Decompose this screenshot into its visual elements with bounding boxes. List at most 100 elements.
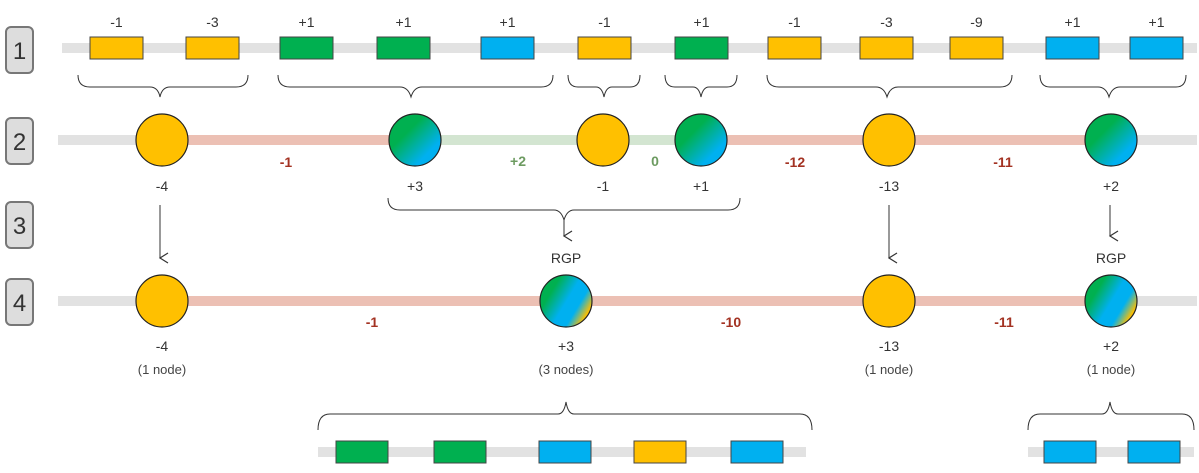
gold-block bbox=[949, 36, 1004, 60]
step-number: 1 bbox=[13, 38, 26, 65]
edge-2 bbox=[415, 135, 603, 145]
row1-block: -3 bbox=[185, 14, 240, 60]
row4-nodes bbox=[135, 274, 1138, 328]
node-value: +3 bbox=[407, 178, 423, 194]
row1-block: +1 bbox=[376, 14, 431, 60]
node-count: (1 node) bbox=[138, 362, 186, 377]
gold-block bbox=[859, 36, 914, 60]
expansion1-green-block bbox=[433, 440, 487, 464]
node-4 bbox=[674, 113, 728, 167]
brace-group-4 bbox=[664, 74, 738, 98]
expansion1-blue-block bbox=[730, 440, 784, 464]
node-value: -4 bbox=[156, 338, 169, 354]
row4-edge-labels: -1 -10 -11 bbox=[366, 314, 1014, 330]
node-count: (1 node) bbox=[1087, 362, 1135, 377]
row1-block: +1 bbox=[674, 14, 729, 60]
green-block bbox=[376, 36, 431, 60]
row1-block: +1 bbox=[1129, 14, 1184, 60]
brace-group-1 bbox=[77, 74, 249, 98]
block-value: -3 bbox=[880, 14, 893, 30]
edge-weight-label: +2 bbox=[510, 153, 526, 169]
edge-1 bbox=[162, 296, 566, 306]
row2-node-labels: -4+3-1+1-13+2 bbox=[156, 178, 1119, 194]
row1-block: -1 bbox=[89, 14, 144, 60]
row2-edges bbox=[162, 135, 1111, 145]
node-value: -13 bbox=[879, 338, 899, 354]
row1-block: -9 bbox=[949, 14, 1004, 60]
row3-merge bbox=[158, 197, 1119, 264]
expansion-braces bbox=[317, 401, 1195, 431]
step-number: 3 bbox=[13, 213, 26, 240]
edge-weight-label: -11 bbox=[993, 154, 1013, 170]
merge-brace bbox=[387, 197, 741, 222]
step-number: 4 bbox=[13, 290, 26, 317]
brace-group-5 bbox=[766, 74, 1013, 99]
node-3 bbox=[862, 274, 916, 328]
row4: -1-10-11 -4(1 node)+3(3 nodes)RGP-13(1 n… bbox=[58, 250, 1197, 377]
edge-weight-label: -12 bbox=[785, 154, 805, 170]
block-value: -1 bbox=[788, 14, 801, 30]
row1-block: -1 bbox=[577, 14, 632, 60]
edge-2 bbox=[566, 296, 889, 306]
expansion-track-2 bbox=[1028, 447, 1194, 457]
gold-block bbox=[577, 36, 632, 60]
node-2 bbox=[388, 113, 442, 167]
node-4 bbox=[1084, 274, 1138, 328]
edge-weight-label: -1 bbox=[366, 314, 379, 330]
step-badge-2: 2 bbox=[5, 117, 34, 165]
expansion1-blue-block bbox=[538, 440, 592, 464]
step-badge-4: 4 bbox=[5, 278, 34, 326]
expansion2-blue-block bbox=[1043, 440, 1097, 464]
edge-3 bbox=[603, 135, 701, 145]
expansion-blocks bbox=[335, 440, 1181, 464]
green-block bbox=[279, 36, 334, 60]
edge-1 bbox=[162, 135, 415, 145]
node-5 bbox=[862, 113, 916, 167]
edge-weight-label: -10 bbox=[721, 314, 741, 330]
row1-braces bbox=[77, 74, 1187, 99]
row1-block: +1 bbox=[279, 14, 334, 60]
expansion1-green-block bbox=[335, 440, 389, 464]
row2-nodes bbox=[135, 113, 1138, 167]
row1-block: +1 bbox=[480, 14, 535, 60]
edge-5 bbox=[889, 135, 1111, 145]
row1-block: +1 bbox=[1045, 14, 1100, 60]
block-value: -1 bbox=[598, 14, 611, 30]
expansion2-blue-block bbox=[1127, 440, 1181, 464]
row1-blocks: -1 -3 +1 +1 +1 -1 +1 -1 -3 -9 +1 +1 bbox=[89, 14, 1184, 60]
brace-group-3 bbox=[567, 74, 641, 98]
gold-block bbox=[185, 36, 240, 60]
step-badges: 1 2 3 4 bbox=[5, 26, 34, 326]
gold-block bbox=[89, 36, 144, 60]
rgp-tag: RGP bbox=[551, 250, 581, 266]
rgp-tag: RGP bbox=[1096, 250, 1126, 266]
row1-block: -3 bbox=[859, 14, 914, 60]
step-badge-3: 3 bbox=[5, 201, 34, 249]
expansion-brace-2 bbox=[1027, 401, 1195, 431]
expansions bbox=[317, 401, 1195, 464]
node-1 bbox=[135, 274, 189, 328]
blue-block bbox=[1045, 36, 1100, 60]
edge-4 bbox=[701, 135, 889, 145]
edge-3 bbox=[889, 296, 1111, 306]
edge-weight-label: -11 bbox=[994, 314, 1014, 330]
row1-block: -1 bbox=[767, 14, 822, 60]
block-value: +1 bbox=[694, 14, 710, 30]
node-value: +2 bbox=[1103, 178, 1119, 194]
step-number: 2 bbox=[13, 129, 26, 156]
block-value: +1 bbox=[299, 14, 315, 30]
expansion1-gold-block bbox=[633, 440, 687, 464]
node-value: -4 bbox=[156, 178, 169, 194]
block-value: +1 bbox=[1065, 14, 1081, 30]
block-value: +1 bbox=[1149, 14, 1165, 30]
row1: -1 -3 +1 +1 +1 -1 +1 -1 -3 -9 +1 +1 bbox=[62, 14, 1197, 99]
row4-node-labels: -4(1 node)+3(3 nodes)RGP-13(1 node)+2(1 … bbox=[138, 250, 1135, 377]
green-block bbox=[674, 36, 729, 60]
row4-edges bbox=[162, 296, 1111, 306]
node-value: -13 bbox=[879, 178, 899, 194]
block-value: -1 bbox=[110, 14, 123, 30]
gold-block bbox=[767, 36, 822, 60]
edge-weight-label: -1 bbox=[280, 154, 293, 170]
